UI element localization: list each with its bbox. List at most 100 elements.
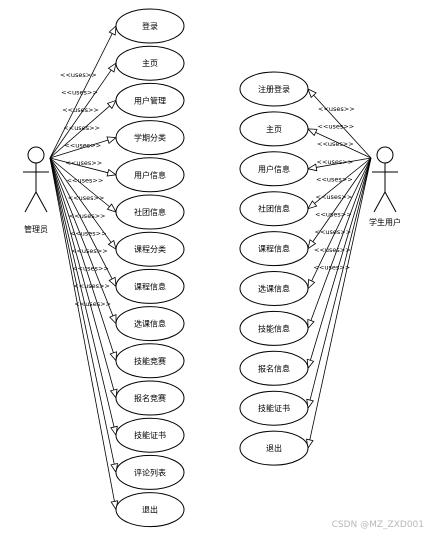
uses-label: <<uses>>: [71, 247, 108, 255]
use-case-ellipse: [115, 231, 185, 267]
uses-edge: [49, 157, 117, 361]
uses-edge: [49, 157, 117, 473]
uses-label: <<uses>>: [318, 105, 355, 113]
use-case-ellipse: [239, 310, 309, 346]
uses-label: <<uses>>: [72, 265, 109, 273]
use-case-label: 学期分类: [134, 133, 166, 143]
relation-edges: [49, 25, 372, 511]
uses-arrowhead: [307, 239, 317, 250]
use-case-student: 退出: [239, 430, 309, 466]
uses-arrowhead: [109, 314, 117, 325]
uses-edge: [307, 157, 372, 249]
uses-arrowhead: [108, 276, 117, 288]
use-case-ellipse: [239, 430, 309, 466]
relation-labels: <<uses>> <<uses>> <<uses>> <<uses>> <<uses>>…: [60, 71, 355, 308]
uses-label: <<uses>>: [317, 158, 354, 166]
uses-label: <<uses>>: [67, 177, 104, 185]
use-case-student: 注册登录: [239, 71, 309, 107]
use-case-label: 退出: [142, 505, 158, 515]
actor-head: [27, 146, 45, 164]
use-case-ellipse: [115, 194, 185, 230]
use-case-admin: 选课信息: [115, 306, 185, 342]
use-case-ellipse: [115, 417, 185, 453]
use-case-ellipse: [115, 454, 185, 490]
uses-label: <<uses>>: [69, 212, 106, 220]
uses-arrowhead: [107, 239, 117, 251]
use-case-label: 报名竞赛: [134, 393, 166, 403]
uses-edge: [49, 137, 117, 159]
use-case-admin: 报名竞赛: [115, 380, 185, 416]
uses-edge: [49, 100, 117, 159]
uses-edge: [49, 157, 117, 510]
use-case-admin: 用户信息: [115, 157, 185, 193]
uses-label: <<uses>>: [64, 141, 101, 149]
uses-edge: [49, 157, 117, 324]
use-case-student: 用户信息: [239, 151, 309, 187]
use-case-student: 主页: [239, 111, 309, 147]
use-case-ellipse: [115, 120, 185, 156]
use-case-admin: 社团信息: [115, 194, 185, 230]
actor-label: 学生用户: [369, 217, 401, 227]
use-case-admin: 主页: [115, 45, 185, 81]
use-case-label: 用户信息: [134, 170, 166, 180]
use-case-label: 社团信息: [258, 204, 290, 214]
uses-label: <<uses>>: [315, 228, 352, 236]
use-case-student: 技能证书: [239, 390, 309, 426]
use-case-admin: 评论列表: [115, 454, 185, 490]
use-case-admin: 登录: [115, 8, 185, 44]
uses-edge: [307, 157, 372, 170]
use-case-ellipse: [239, 71, 309, 107]
uses-edge: [307, 157, 372, 329]
use-case-ellipse: [115, 157, 185, 193]
use-case-admin: 技能竞赛: [115, 343, 185, 379]
uses-arrowhead: [306, 358, 315, 370]
use-case-ellipse: [115, 8, 185, 44]
use-case-label: 课程分类: [134, 244, 166, 254]
use-case-label: 选课信息: [134, 319, 166, 329]
use-case-label: 注册登录: [258, 84, 290, 94]
uses-edge: [307, 88, 372, 159]
uses-label: <<uses>>: [74, 300, 111, 308]
uses-label: <<uses>>: [62, 106, 99, 114]
uses-arrowhead: [108, 25, 117, 36]
uses-edge: [49, 157, 117, 399]
use-case-admin: 技能证书: [115, 417, 185, 453]
actor-student: 学生用户: [369, 146, 401, 227]
use-case-ellipse: [115, 82, 185, 118]
uses-arrowhead: [106, 99, 117, 110]
uses-label: <<uses>>: [70, 229, 107, 237]
uses-label: <<uses>>: [68, 194, 105, 202]
use-case-student: 技能信息: [239, 310, 309, 346]
use-case-label: 选课信息: [258, 284, 290, 294]
uses-label: <<uses>>: [315, 211, 352, 219]
uses-label: <<uses>>: [63, 124, 100, 132]
actor-admin: 管理员: [23, 146, 49, 234]
actor-right-leg: [384, 191, 397, 213]
use-case-label: 社团信息: [134, 207, 166, 217]
use-case-ellipse: [115, 343, 185, 379]
actor-head: [376, 146, 394, 164]
use-case-ellipse: [239, 350, 309, 386]
uses-edge: [307, 157, 372, 289]
uses-arrowhead: [107, 62, 117, 73]
use-case-label: 用户管理: [134, 95, 166, 105]
use-case-ellipse: [115, 45, 185, 81]
use-case-label: 课程信息: [134, 281, 166, 291]
uses-edge: [49, 62, 117, 159]
uses-arrowhead: [109, 388, 118, 400]
watermark: CSDN @MZ_ZXD001: [332, 520, 424, 530]
use-case-student: 报名信息: [239, 350, 309, 386]
uses-edge: [49, 157, 117, 436]
uses-arrowhead: [106, 136, 118, 144]
use-case-label: 退出: [266, 443, 282, 453]
uses-edge: [307, 157, 372, 409]
use-case-admin: 课程信息: [115, 268, 185, 304]
uses-label: <<uses>>: [61, 89, 98, 97]
uses-arrowhead: [307, 128, 318, 137]
use-case-student: 课程信息: [239, 231, 309, 267]
use-case-nodes: 登录主页用户管理学期分类用户信息社团信息课程分类课程信息选课信息技能竞赛报名竞赛…: [115, 8, 309, 528]
use-case-label: 报名信息: [258, 363, 290, 373]
use-case-ellipse: [115, 492, 185, 528]
use-case-ellipse: [115, 380, 185, 416]
